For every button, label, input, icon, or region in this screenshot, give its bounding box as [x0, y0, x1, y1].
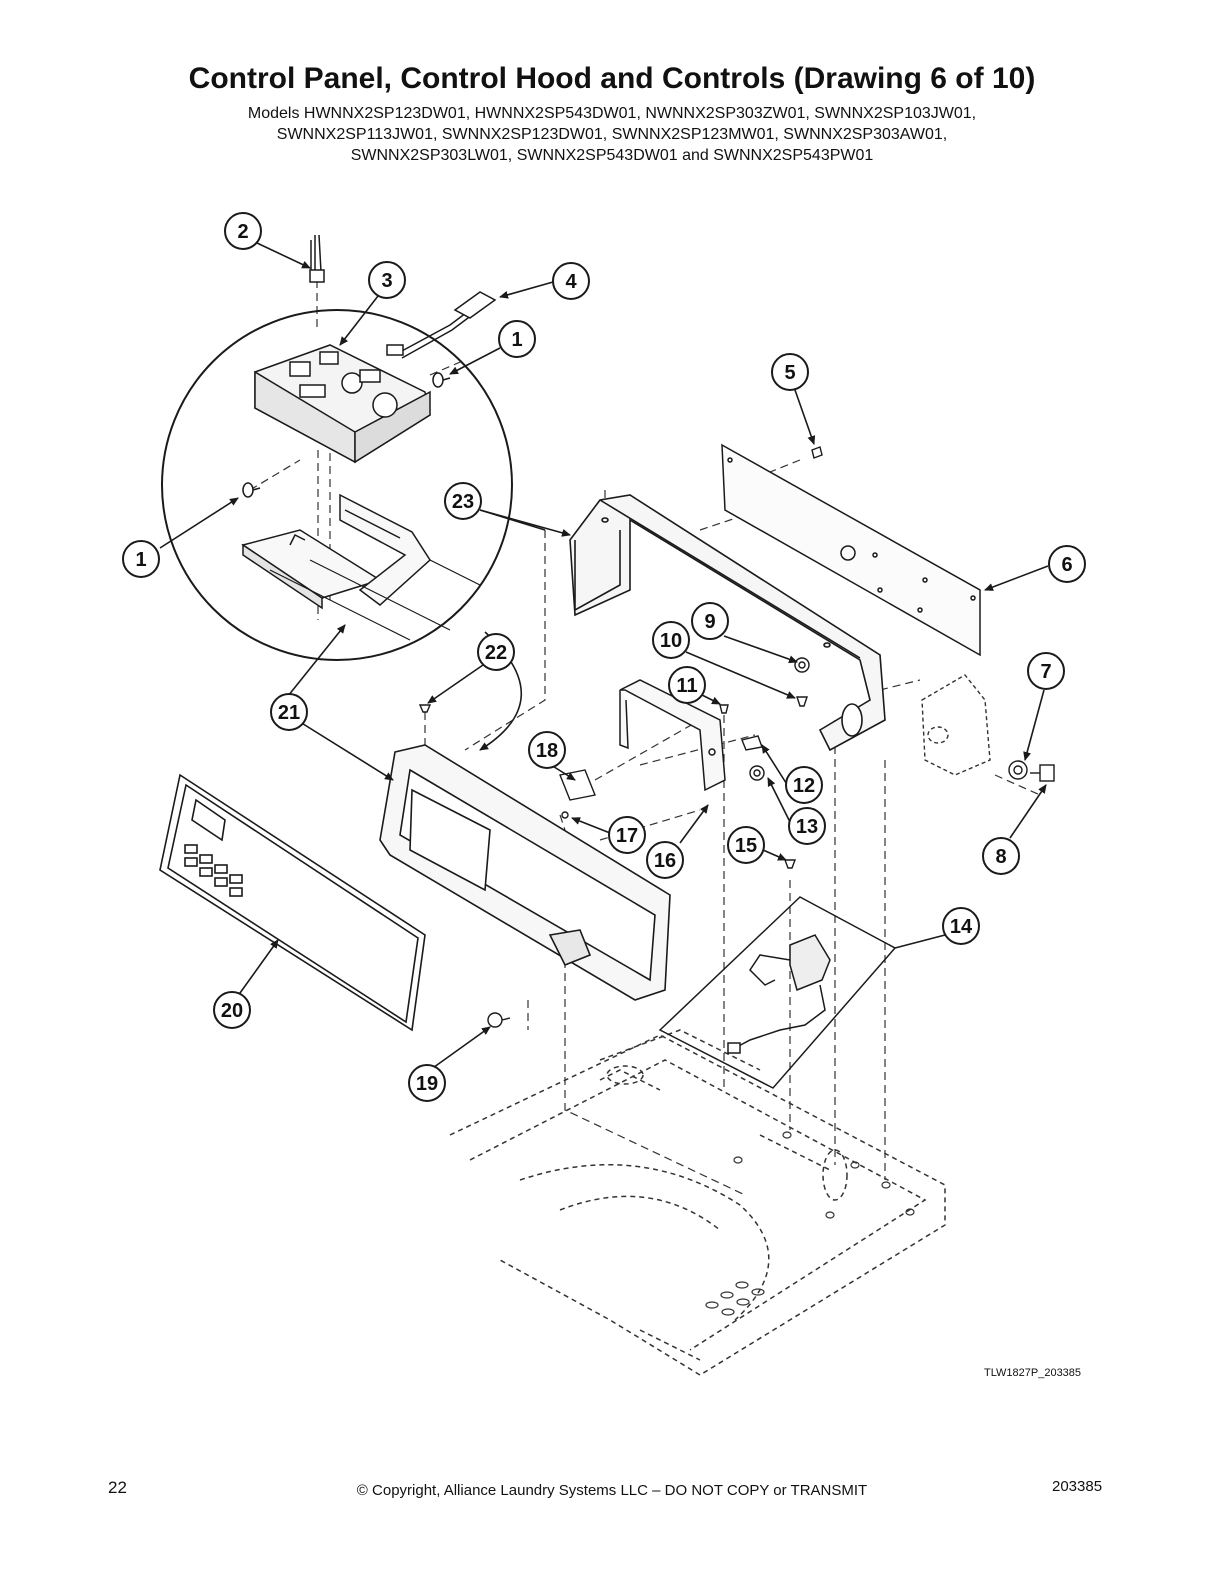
screw-part [242, 372, 451, 498]
svg-text:15: 15 [735, 835, 757, 857]
svg-text:11: 11 [676, 675, 697, 697]
svg-text:6: 6 [1061, 554, 1072, 576]
svg-text:21: 21 [278, 702, 300, 724]
back-plate [721, 443, 981, 657]
mount-bracket-existing [921, 674, 991, 776]
keypad-harness [309, 234, 497, 359]
cabinet-top-holes [705, 1131, 915, 1316]
svg-text:10: 10 [660, 630, 682, 652]
svg-text:5: 5 [784, 362, 795, 384]
svg-text:13: 13 [796, 816, 818, 838]
callout-3: 3 [368, 261, 406, 299]
cabinet-top-outline [449, 1029, 946, 1376]
page-title: Control Panel, Control Hood and Controls… [188, 62, 1036, 95]
callout-1: 1 [498, 320, 536, 358]
svg-text:23: 23 [452, 491, 474, 513]
svg-text:1: 1 [135, 549, 146, 571]
svg-text:3: 3 [381, 270, 392, 292]
model-line: SWNNX2SP303LW01, SWNNX2SP543DW01 and SWN… [350, 147, 874, 164]
callout-4: 4 [552, 262, 590, 300]
svg-text:1: 1 [511, 329, 522, 351]
svg-text:17: 17 [616, 825, 638, 847]
callout-11: 11 [668, 666, 706, 704]
svg-text:14: 14 [950, 916, 973, 938]
control-board [254, 344, 431, 464]
svg-text:4: 4 [565, 271, 577, 293]
callout-9: 9 [691, 602, 729, 640]
callout-15: 15 [727, 826, 765, 864]
callout-17: 17 [608, 816, 646, 854]
callout-6: 6 [1048, 545, 1086, 583]
svg-text:8: 8 [995, 846, 1006, 868]
callout-22: 22 [477, 633, 515, 671]
svg-text:20: 20 [221, 1000, 243, 1022]
detail-circle [161, 309, 513, 661]
callout-20: 20 [213, 991, 251, 1029]
model-line: SWNNX2SP113JW01, SWNNX2SP123DW01, SWNNX2… [276, 126, 948, 143]
page-number: 22 [108, 1478, 127, 1497]
switch-bracket [619, 679, 726, 792]
copyright-notice: © Copyright, Alliance Laundry Systems LL… [356, 1482, 868, 1499]
svg-text:16: 16 [654, 850, 676, 872]
svg-text:2: 2 [237, 221, 248, 243]
detail-rails [269, 559, 481, 641]
panel-overlay [159, 773, 426, 1032]
callout-12: 12 [785, 766, 823, 804]
drawing-reference: TLW1827P_203385 [984, 1367, 1082, 1379]
model-list: Models HWNNX2SP123DW01, HWNNX2SP543DW01,… [0, 103, 1224, 166]
hex-bolt [1030, 764, 1055, 782]
callout-14: 14 [942, 907, 980, 945]
callout-13: 13 [788, 807, 826, 845]
small-parts [418, 446, 823, 1028]
mounting-bracket [241, 493, 431, 610]
svg-text:19: 19 [416, 1073, 438, 1095]
svg-text:22: 22 [485, 642, 507, 664]
callout-2: 2 [224, 212, 262, 250]
callout-5: 5 [771, 353, 809, 391]
callout-10: 10 [652, 621, 690, 659]
model-line: Models HWNNX2SP123DW01, HWNNX2SP543DW01,… [247, 105, 977, 122]
svg-text:12: 12 [793, 775, 815, 797]
callout-1: 1 [122, 540, 160, 578]
svg-text:18: 18 [536, 740, 558, 762]
svg-text:7: 7 [1040, 661, 1051, 683]
callout-7: 7 [1027, 652, 1065, 690]
control-hood [569, 494, 886, 752]
callout-21: 21 [270, 693, 308, 731]
callout-leaders [159, 242, 1049, 1071]
callout-19: 19 [408, 1064, 446, 1102]
document-number: 203385 [1052, 1478, 1103, 1495]
callout-16: 16 [646, 841, 684, 879]
star-washer [1008, 760, 1028, 780]
control-panel-bezel [379, 744, 671, 1001]
callouts: 2 3 4 1 1 5 23 6 9 10 22 7 11 21 18 12 1… [122, 212, 1086, 1102]
callout-18: 18 [528, 731, 566, 769]
callout-8: 8 [982, 837, 1020, 875]
transformer-harness [658, 896, 897, 1089]
callout-23: 23 [444, 482, 482, 520]
svg-text:9: 9 [704, 611, 715, 633]
